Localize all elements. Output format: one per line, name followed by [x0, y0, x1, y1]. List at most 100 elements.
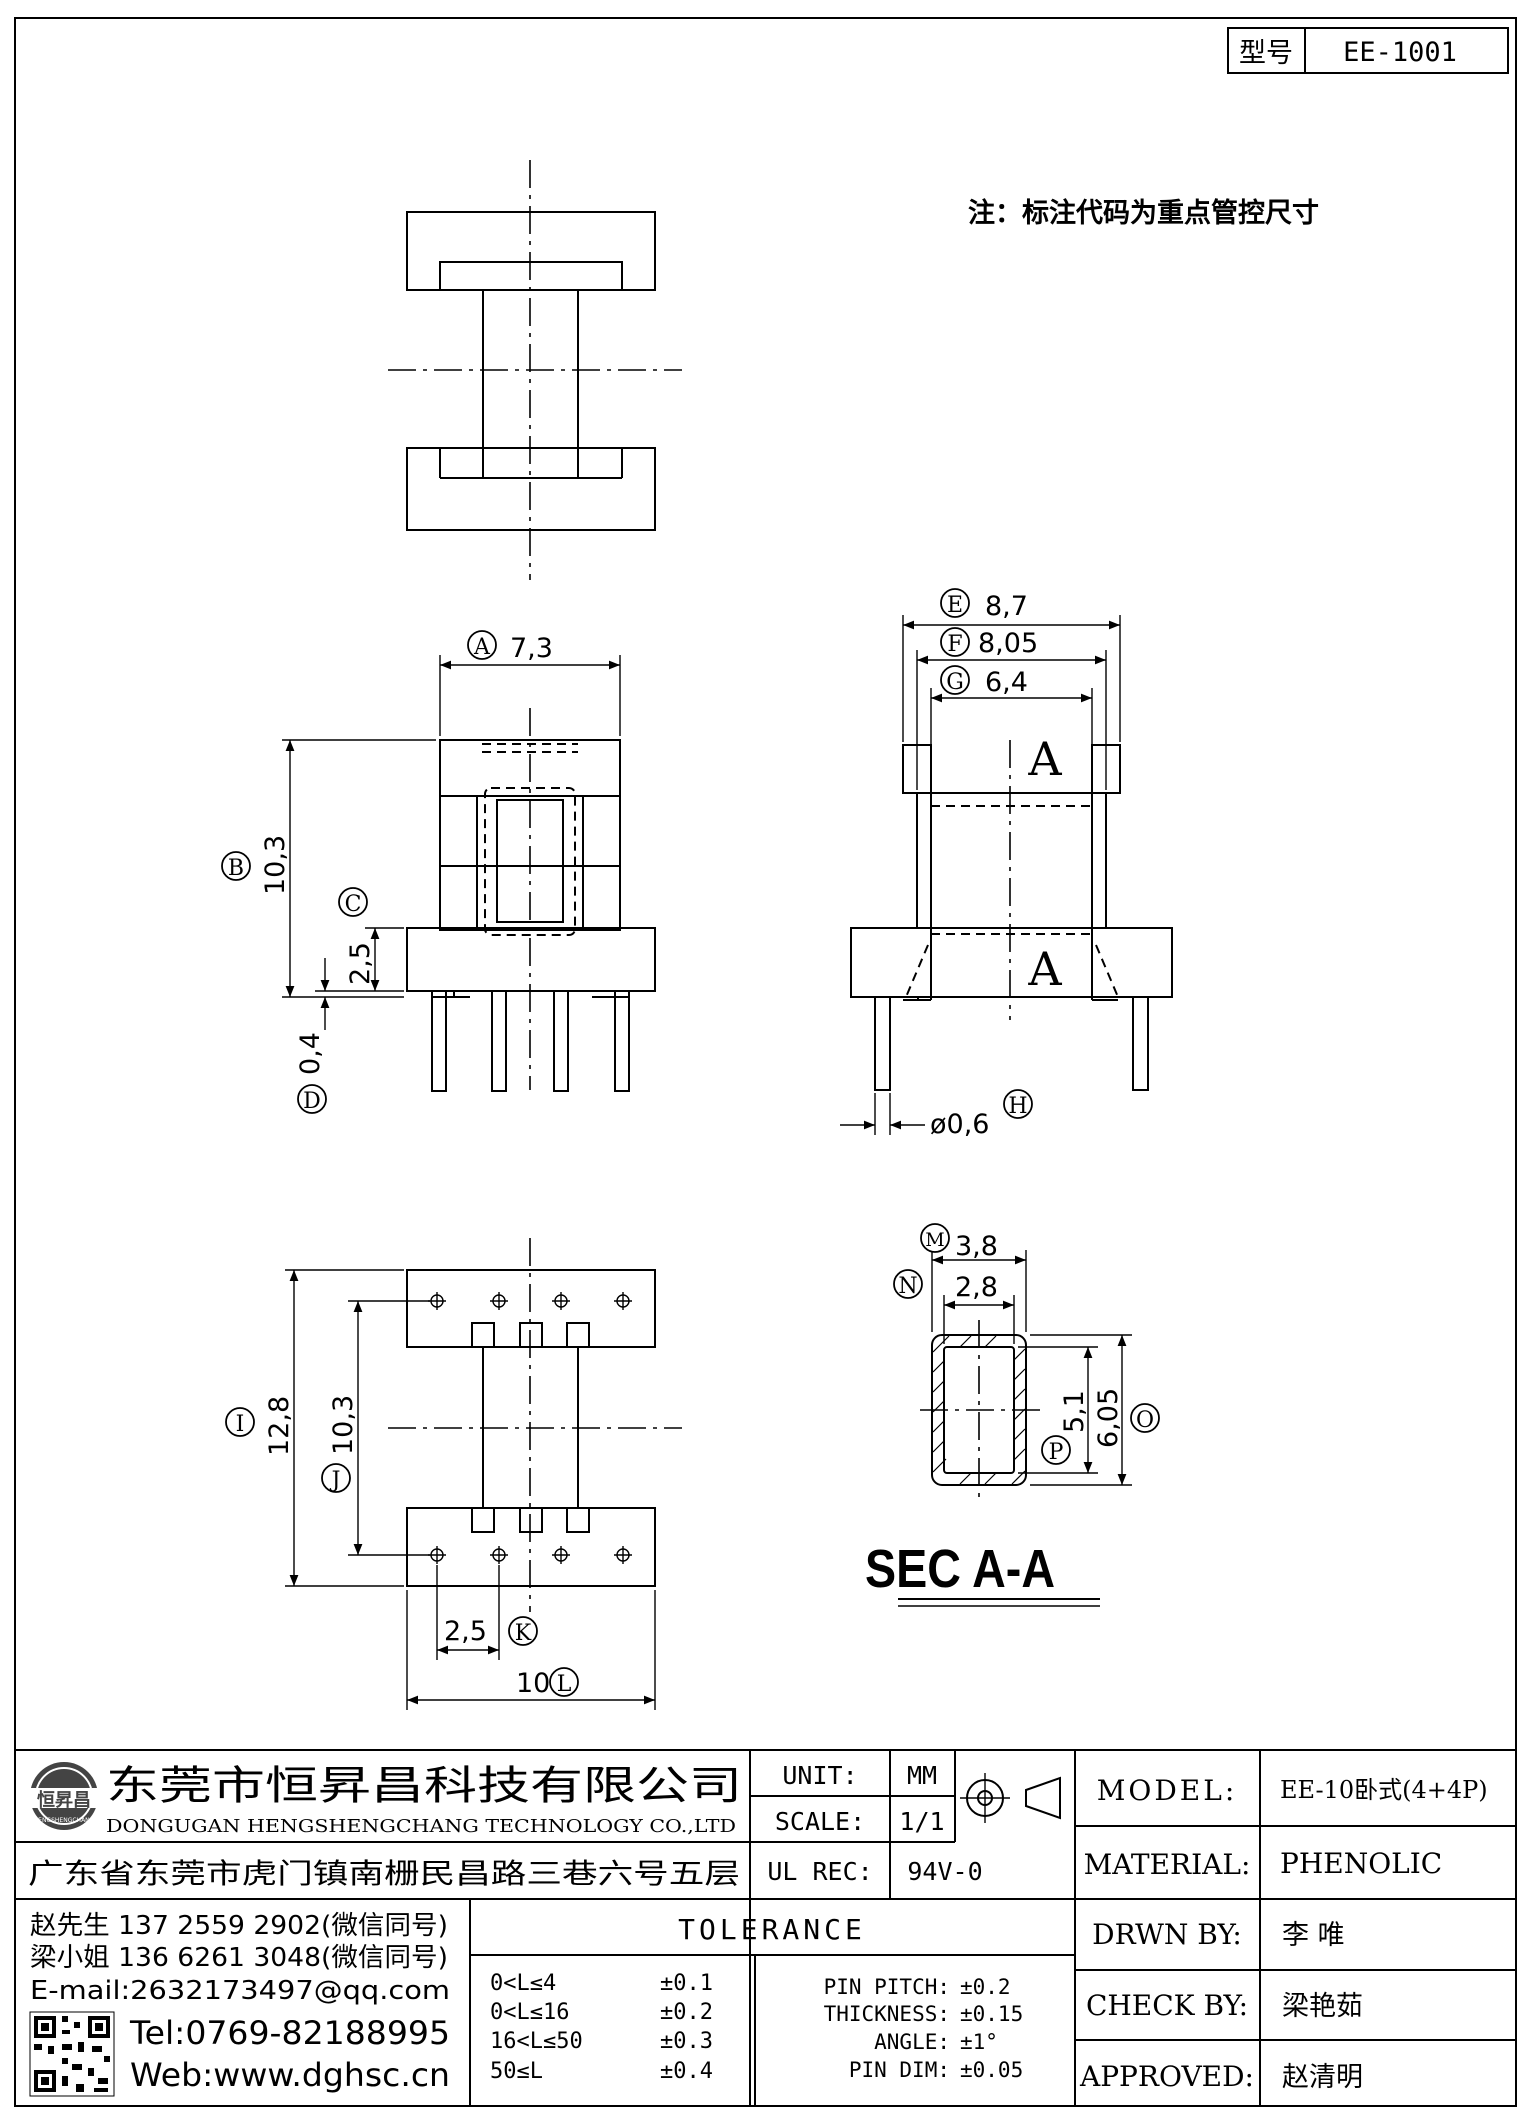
svg-text:C: C: [345, 892, 362, 917]
svg-text:6,4: 6,4: [985, 667, 1028, 698]
title-block: 恒昇昌 HENGSHENGCHANG 东莞市恒昇昌科技有限公司 DONGUGAN…: [15, 1749, 1516, 2106]
drawing-frame: [14, 17, 1517, 2107]
drawn-by-value: 李 唯: [1282, 1920, 1345, 1951]
svg-text:±0.4: ±0.4: [660, 2059, 713, 2084]
svg-text:8,05: 8,05: [978, 628, 1038, 659]
company-name-en: DONGUGAN HENGSHENGCHANG TECHNOLOGY CO.,L…: [106, 1816, 736, 1837]
contact-liang: 梁小姐 136 6261 3048(微信同号): [30, 1943, 448, 1973]
unit-label: UNIT:: [782, 1761, 857, 1790]
dim-k: 2,5 K: [444, 1616, 538, 1647]
top-view: [388, 160, 682, 580]
svg-text:±0.2: ±0.2: [660, 2000, 713, 2025]
check-by-label: CHECK BY:: [1086, 1989, 1248, 2022]
model-label: MODEL:: [1097, 1774, 1238, 1807]
svg-text:16<L≤50: 16<L≤50: [490, 2029, 583, 2054]
svg-text:THICKNESS:: THICKNESS:: [824, 2002, 950, 2026]
svg-text:±0.1: ±0.1: [660, 1971, 713, 1996]
dim-p: P 5,1: [1041, 1390, 1090, 1465]
company-web: Web:www.dghsc.cn: [130, 2056, 450, 2094]
svg-text:7,3: 7,3: [510, 633, 553, 664]
material-value: PHENOLIC: [1280, 1847, 1442, 1880]
svg-text:HENGSHENGCHANG: HENGSHENGCHANG: [34, 1817, 95, 1824]
company-name-cn: 东莞市恒昇昌科技有限公司: [106, 1763, 742, 1809]
dim-g: G 6,4: [940, 665, 1028, 698]
company-address: 广东省东莞市虎门镇南栅民昌路三巷六号五层: [28, 1857, 740, 1890]
svg-text:G: G: [946, 670, 964, 695]
model-box-label: 型号: [1239, 38, 1293, 69]
svg-text:10,3: 10,3: [328, 1395, 359, 1455]
section-mark-lower: A: [1027, 942, 1062, 996]
model-value: EE-10卧式(4+4P): [1280, 1776, 1488, 1804]
dim-n: N 2,8: [893, 1269, 998, 1303]
control-dimension-note: 注：标注代码为重点管控尺寸: [968, 197, 1319, 229]
svg-text:I: I: [236, 1412, 245, 1437]
svg-text:D: D: [303, 1089, 321, 1114]
svg-text:±0.2: ±0.2: [960, 1975, 1011, 1999]
dim-j: J 10,3: [321, 1395, 359, 1493]
svg-text:12,8: 12,8: [264, 1396, 295, 1456]
svg-text:PIN PITCH:: PIN PITCH:: [824, 1975, 950, 1999]
dim-e: E 8,7: [940, 588, 1028, 622]
svg-text:10: 10: [516, 1668, 550, 1699]
svg-text:±0.05: ±0.05: [960, 2058, 1023, 2082]
qr-code-icon: [29, 2011, 115, 2097]
svg-text:0,4: 0,4: [295, 1032, 326, 1075]
dim-b: B 10,3: [221, 835, 291, 895]
unit-value: MM: [907, 1761, 937, 1790]
svg-text:2,5: 2,5: [345, 942, 376, 985]
svg-text:E: E: [947, 593, 963, 618]
svg-text:2,8: 2,8: [955, 1272, 998, 1303]
dimension-labels: A 7,3 B 10,3 C 2,5 D 0,4 E 8,7 F 8,05: [221, 588, 1160, 1699]
dim-i: I 12,8: [225, 1396, 295, 1456]
model-number-box: 型号 EE-1001: [1227, 27, 1509, 74]
company-tel: Tel:0769-82188995: [129, 2014, 450, 2052]
svg-text:±0.3: ±0.3: [660, 2029, 713, 2054]
svg-text:0<L≤4: 0<L≤4: [490, 1971, 556, 1996]
front-view: [282, 655, 656, 1092]
model-box-value: EE-1001: [1343, 37, 1457, 68]
dim-f: F 8,05: [940, 627, 1038, 659]
dim-m: M 3,8: [920, 1223, 998, 1262]
dim-d: D 0,4: [295, 1032, 327, 1114]
contact-email: E-mail:2632173497@qq.com: [30, 1976, 450, 2006]
approved-label: APPROVED:: [1079, 2060, 1254, 2093]
tolerance-ranges: 0<L≤4 ±0.1 0<L≤16 ±0.2 16<L≤50 ±0.3 50≤L…: [490, 1971, 713, 2084]
side-view: A A: [840, 615, 1173, 1135]
svg-text:O: O: [1136, 1408, 1154, 1433]
check-by-value: 梁艳茹: [1282, 1991, 1363, 2022]
svg-text:5,1: 5,1: [1059, 1390, 1090, 1433]
svg-text:P: P: [1049, 1440, 1064, 1465]
svg-text:H: H: [1008, 1094, 1027, 1119]
dim-c: C 2,5: [338, 887, 376, 985]
svg-text:B: B: [228, 856, 244, 881]
ulrec-value: 94V-0: [907, 1857, 982, 1886]
svg-text:0<L≤16: 0<L≤16: [490, 2000, 569, 2025]
svg-text:F: F: [947, 632, 962, 657]
ulrec-label: UL REC:: [767, 1857, 872, 1886]
section-mark-upper: A: [1027, 732, 1062, 786]
svg-text:3,8: 3,8: [955, 1231, 998, 1262]
svg-text:50≤L: 50≤L: [490, 2059, 543, 2084]
dim-l: 10 L: [516, 1667, 579, 1699]
svg-text:6,05: 6,05: [1093, 1388, 1124, 1448]
drawn-by-label: DRWN BY:: [1092, 1918, 1242, 1951]
svg-text:M: M: [925, 1229, 944, 1251]
scale-label: SCALE:: [775, 1807, 865, 1836]
svg-text:±1°: ±1°: [960, 2030, 998, 2054]
section-title: SEC A-A: [865, 1539, 1055, 1599]
tolerance-specs: PIN PITCH: ±0.2 THICKNESS: ±0.15 ANGLE: …: [824, 1975, 1024, 2082]
svg-text:A: A: [473, 635, 491, 660]
svg-text:ANGLE:: ANGLE:: [874, 2030, 950, 2054]
svg-text:PIN DIM:: PIN DIM:: [849, 2058, 950, 2082]
svg-text:K: K: [515, 1621, 532, 1646]
section-a-a-view: SEC A-A: [865, 1250, 1132, 1607]
scale-value: 1/1: [899, 1807, 944, 1836]
svg-text:2,5: 2,5: [444, 1616, 487, 1647]
company-logo: 恒昇昌 HENGSHENGCHANG: [22, 1762, 106, 1830]
projection-symbol-icon: [960, 1773, 1061, 1823]
tolerance-title: TOLERANCE: [678, 1913, 866, 1946]
svg-text:ø0,6: ø0,6: [930, 1109, 989, 1140]
approved-value: 赵清明: [1282, 2062, 1363, 2093]
bottom-view: [285, 1238, 682, 1710]
